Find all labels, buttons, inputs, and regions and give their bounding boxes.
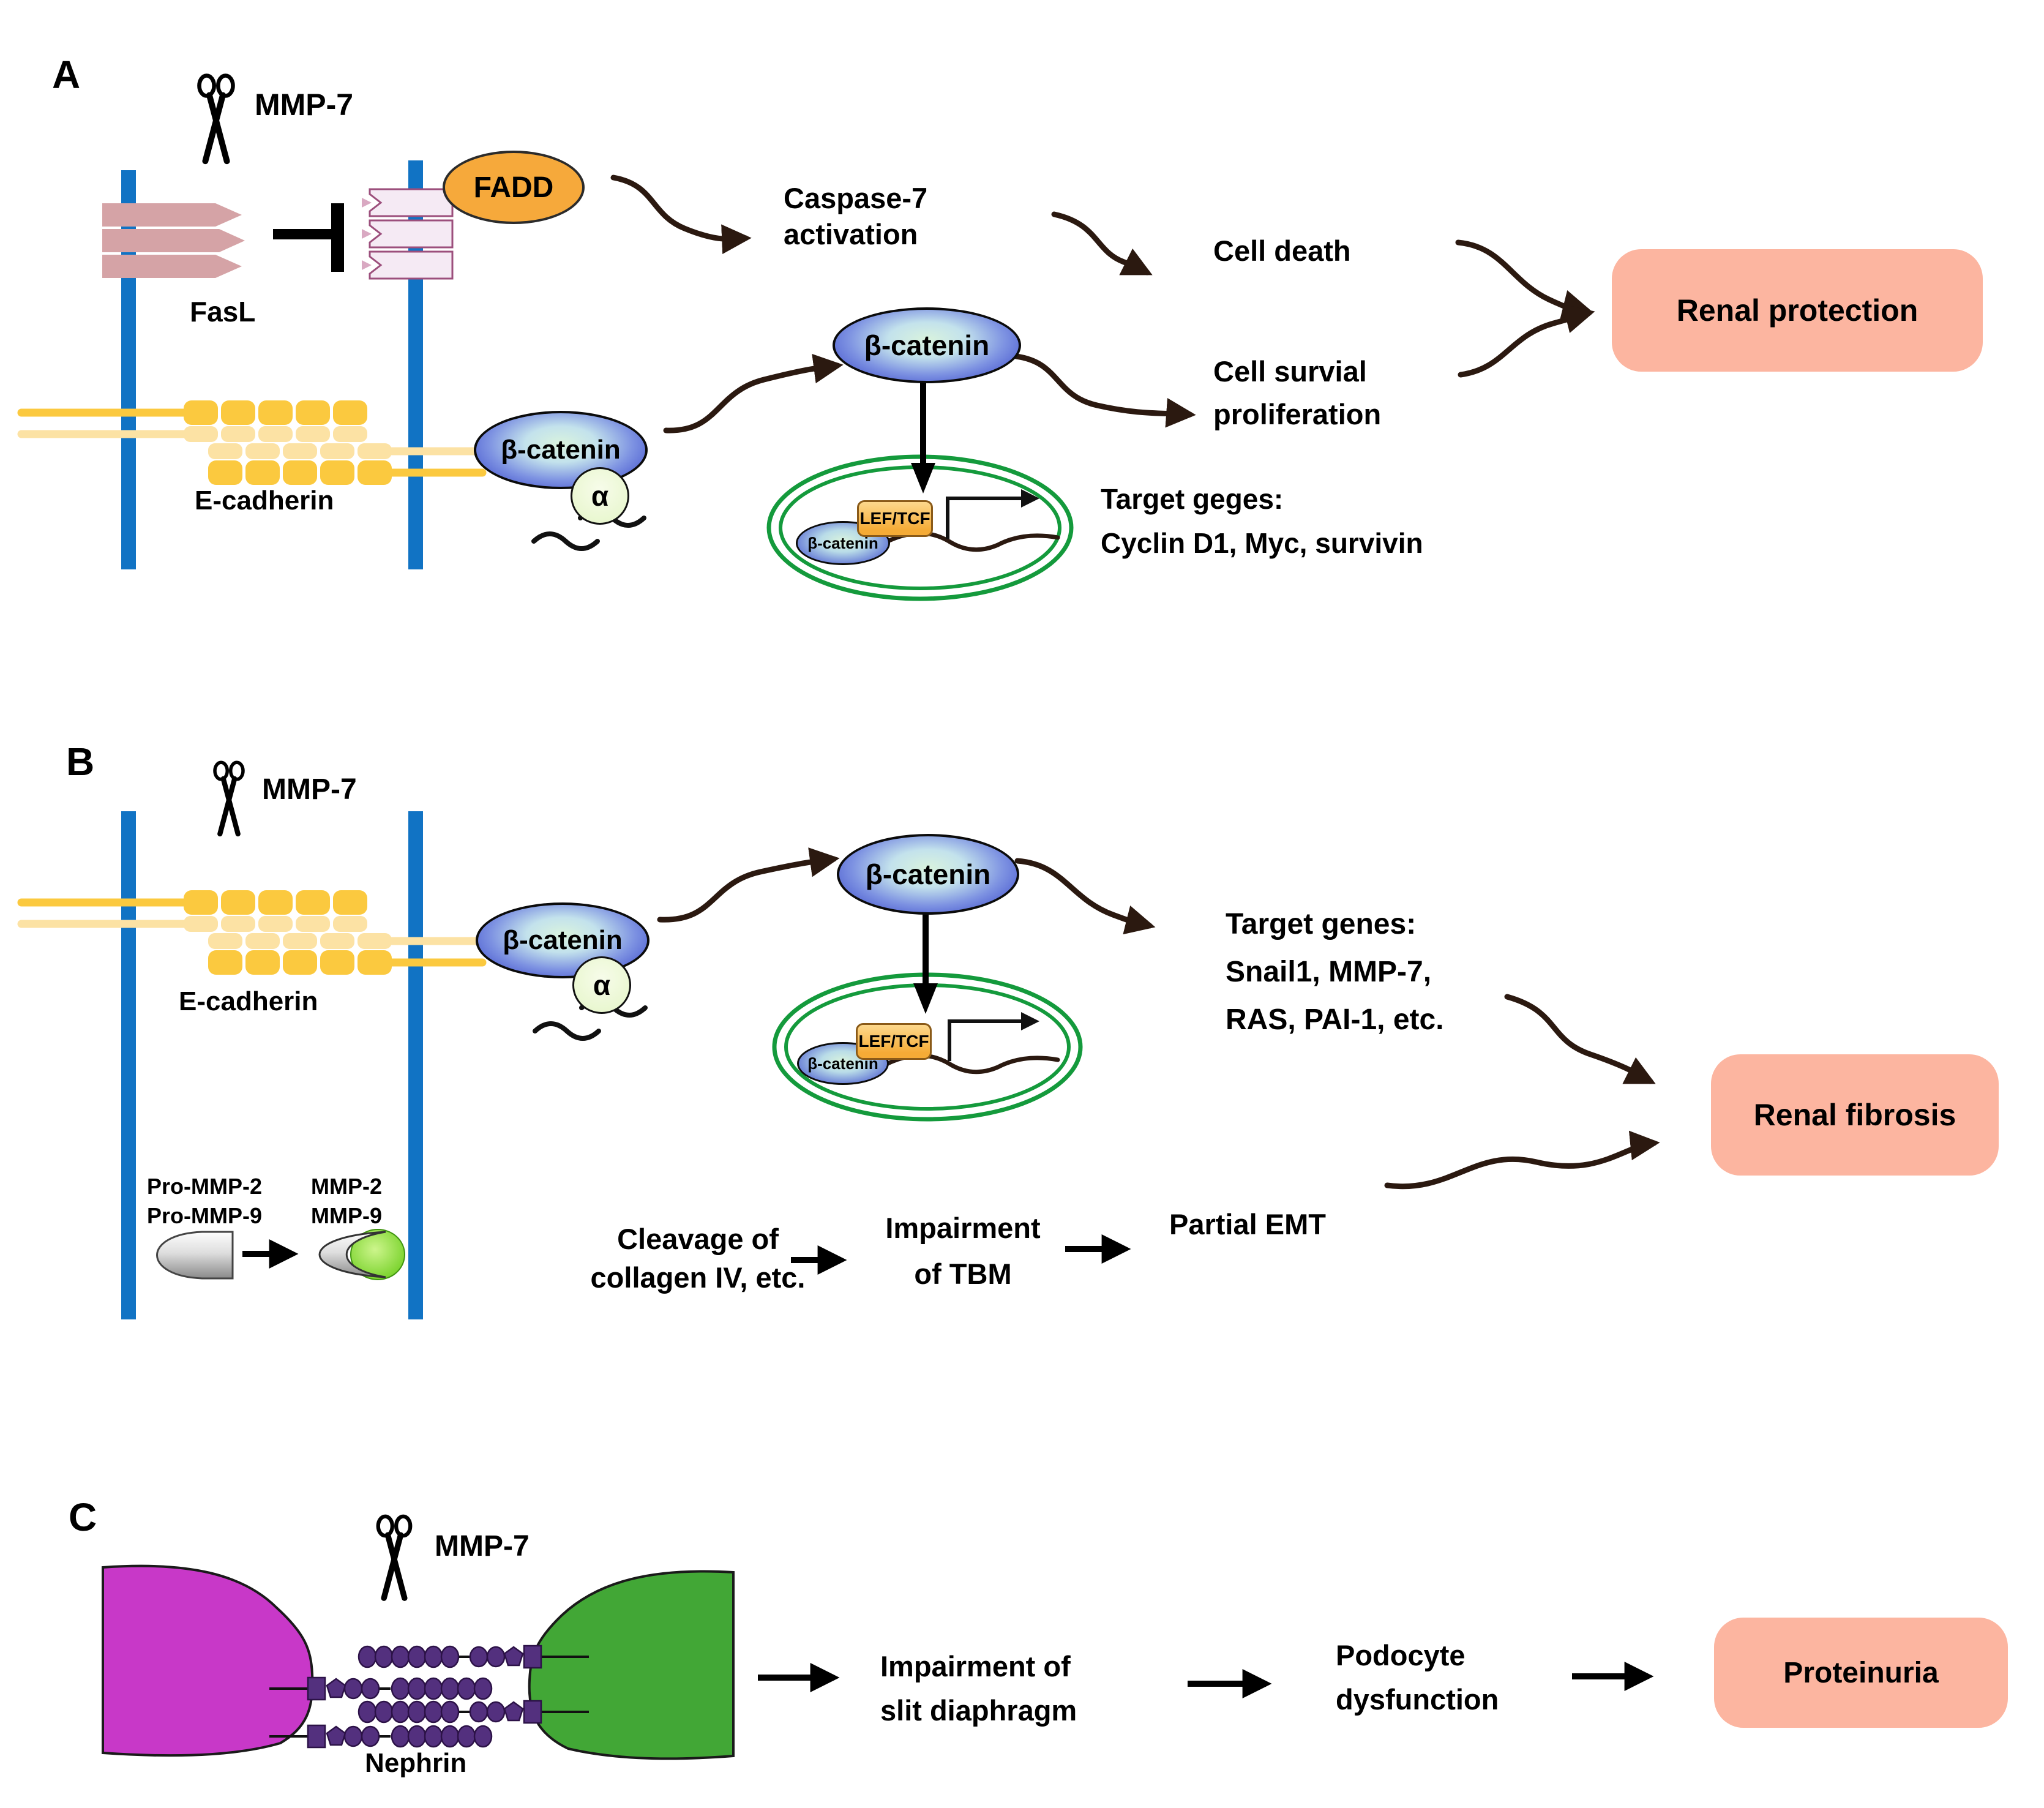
alpha-text: α bbox=[593, 969, 611, 1001]
lef-tcf-a: LEF/TCF bbox=[857, 500, 933, 537]
slit-line1: Impairment of bbox=[880, 1650, 1071, 1682]
ecadherin-tails-b bbox=[17, 898, 487, 967]
e-cadherin-label-a: E-cadherin bbox=[195, 486, 334, 516]
ecadherin-tails-a bbox=[17, 408, 487, 477]
cell-survival-line1: Cell survial bbox=[1213, 355, 1367, 388]
fasl-label: FasL bbox=[190, 296, 256, 328]
mmp7-label-b: MMP-7 bbox=[262, 773, 357, 806]
pro-mmp2-label: Pro-MMP-2 bbox=[147, 1174, 262, 1199]
target-genes-a-line2: Cyclin D1, Myc, survivin bbox=[1101, 527, 1423, 559]
scissors-icon bbox=[378, 1517, 411, 1598]
beta-catenin-free-a: β-catenin bbox=[833, 307, 1021, 383]
arrows-b-straight bbox=[791, 1234, 1131, 1275]
lef-tcf-text: LEF/TCF bbox=[859, 509, 930, 528]
cleavage-line1: Cleavage of bbox=[617, 1223, 779, 1255]
panel-b-label: B bbox=[66, 740, 95, 784]
caspase-line1: Caspase-7 bbox=[784, 182, 928, 214]
active-mmp bbox=[318, 1229, 405, 1280]
panel-a-label: A bbox=[52, 53, 81, 97]
podocyte-foot-right bbox=[528, 1570, 735, 1760]
inhibition-bar bbox=[273, 203, 344, 272]
nephrin-chains bbox=[307, 1645, 542, 1749]
target-genes-a-line1: Target geges: bbox=[1101, 483, 1284, 515]
cell-survival-line2: proliferation bbox=[1213, 398, 1382, 430]
beta-catenin-text: β-catenin bbox=[501, 435, 621, 465]
target-genes-b-line3: RAS, PAI-1, etc. bbox=[1226, 1003, 1444, 1036]
fas-receptor bbox=[362, 188, 454, 280]
alpha-text: α bbox=[591, 480, 609, 512]
fasl-trimers bbox=[102, 203, 245, 278]
cell-death-text: Cell death bbox=[1213, 234, 1351, 267]
beta-catenin-text: β-catenin bbox=[503, 925, 623, 955]
beta-catenin-free-b: β-catenin bbox=[837, 834, 1019, 915]
tbm-line1: Impairment bbox=[885, 1212, 1041, 1244]
nuclear-import-arrow-a bbox=[911, 382, 935, 493]
podocyte-foot-left bbox=[102, 1564, 314, 1757]
beta-catenin-text: β-catenin bbox=[865, 858, 991, 890]
proteinuria-text: Proteinuria bbox=[1783, 1656, 1939, 1689]
lef-tcf-text: LEF/TCF bbox=[858, 1032, 929, 1051]
mmp7-label-c: MMP-7 bbox=[435, 1530, 530, 1562]
beta-catenin-nuclear-b: β-catenin bbox=[797, 1042, 889, 1085]
panel-c-label: C bbox=[69, 1495, 97, 1539]
target-genes-b-line2: Snail1, MMP-7, bbox=[1226, 956, 1432, 988]
podocyte-line1: Podocyte bbox=[1336, 1639, 1466, 1671]
slit-line2: slit diaphragm bbox=[880, 1694, 1077, 1727]
tbm-line2: of TBM bbox=[914, 1258, 1012, 1290]
renal-protection-text: Renal protection bbox=[1676, 293, 1919, 328]
alpha-catenin-a: α bbox=[571, 467, 629, 525]
fadd-node: FADD bbox=[443, 151, 585, 224]
mmp2-label: MMP-2 bbox=[311, 1174, 382, 1199]
membrane-right-b bbox=[408, 811, 423, 1319]
transcription-arrow-b bbox=[948, 1012, 1039, 1061]
beta-catenin-text: β-catenin bbox=[864, 329, 990, 361]
pro-mmp-zymogen bbox=[156, 1231, 234, 1280]
ecadherin-beads-a bbox=[184, 400, 392, 485]
scissors-icon bbox=[200, 76, 233, 162]
podocyte-line2: dysfunction bbox=[1336, 1683, 1499, 1716]
caspase-line2: activation bbox=[784, 218, 918, 250]
fadd-text: FADD bbox=[473, 171, 554, 204]
lef-tcf-b: LEF/TCF bbox=[856, 1023, 932, 1060]
arrows-a bbox=[610, 174, 1595, 433]
nephrin-label: Nephrin bbox=[365, 1748, 467, 1778]
mmp7-label-a: MMP-7 bbox=[255, 88, 354, 122]
alpha-catenin-b: α bbox=[572, 956, 631, 1014]
ecadherin-beads-b bbox=[184, 890, 392, 975]
transcription-arrow-a bbox=[946, 489, 1039, 539]
renal-protection-box: Renal protection bbox=[1612, 249, 1983, 372]
cleavage-line2: collagen IV, etc. bbox=[590, 1261, 806, 1294]
arrows-b bbox=[657, 847, 1660, 1190]
scissors-icon bbox=[215, 762, 243, 834]
cleavage-text: Cleavage of collagen IV, etc. bbox=[551, 1225, 845, 1292]
mmp9-label: MMP-9 bbox=[311, 1203, 382, 1228]
e-cadherin-label-b: E-cadherin bbox=[179, 986, 318, 1016]
renal-fibrosis-box: Renal fibrosis bbox=[1711, 1054, 1999, 1176]
pro-mmp9-label: Pro-MMP-9 bbox=[147, 1203, 262, 1228]
nuclear-import-arrow-b bbox=[913, 913, 938, 1014]
renal-fibrosis-text: Renal fibrosis bbox=[1753, 1098, 1956, 1132]
tbm-text: Impairment of TBM bbox=[874, 1213, 1052, 1288]
proteinuria-box: Proteinuria bbox=[1714, 1618, 2008, 1728]
partial-emt-text: Partial EMT bbox=[1169, 1208, 1326, 1240]
caspase-activation-text: Caspase-7 activation bbox=[784, 184, 927, 249]
target-genes-b-line1: Target genes: bbox=[1226, 908, 1417, 940]
arrows-c bbox=[758, 1661, 1654, 1699]
membrane-left-b bbox=[121, 811, 136, 1319]
